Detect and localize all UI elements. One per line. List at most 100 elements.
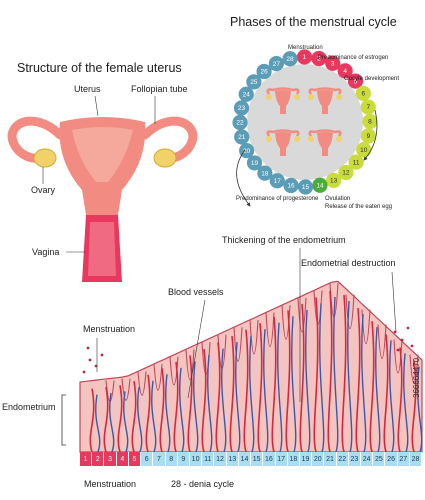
cycle-day-17 bbox=[269, 173, 285, 189]
cycle-day-19 bbox=[246, 155, 263, 171]
scale-day-27: 27 bbox=[397, 452, 410, 466]
cycle-day-23 bbox=[233, 100, 250, 116]
cycle-day-11 bbox=[348, 154, 364, 170]
cycle-day-label-22: 22 bbox=[236, 120, 244, 127]
cycle-day-14 bbox=[312, 177, 328, 193]
cycle-progesterone-label: Predominance of progesterone bbox=[236, 196, 319, 202]
scale-day-13: 13 bbox=[226, 452, 239, 466]
vein bbox=[95, 394, 101, 453]
scale-day-12: 12 bbox=[214, 452, 227, 466]
cycle-phases-title: Phases of the menstrual cycle bbox=[230, 15, 397, 29]
vein bbox=[249, 335, 255, 453]
scale-day-21: 21 bbox=[324, 452, 337, 466]
footer-cycle-label: 28 - denia cycle bbox=[171, 479, 235, 489]
cycle-day-27 bbox=[268, 56, 284, 72]
mini-uterus-1 bbox=[266, 87, 300, 114]
cycle-day-5 bbox=[347, 73, 364, 89]
artery bbox=[257, 323, 263, 453]
blood-drop bbox=[88, 358, 92, 362]
endometrium-fold bbox=[153, 364, 163, 391]
artery bbox=[145, 374, 151, 453]
cycle-day-label-14: 14 bbox=[316, 182, 324, 189]
artery bbox=[383, 334, 389, 453]
cycle-estrogen-label: Predominance of estrogen bbox=[318, 55, 389, 61]
artery bbox=[355, 308, 361, 453]
vein bbox=[165, 374, 171, 453]
scale-day-5: 5 bbox=[128, 452, 142, 466]
vein bbox=[151, 380, 157, 453]
cycle-day-label-28: 28 bbox=[286, 56, 294, 63]
endometrium-fold bbox=[377, 324, 387, 360]
cycle-day-22 bbox=[232, 114, 248, 131]
artery bbox=[313, 297, 319, 453]
vein bbox=[347, 300, 353, 453]
cycle-day-label-8: 8 bbox=[368, 119, 372, 126]
vein bbox=[417, 366, 423, 453]
cycle-day-label-7: 7 bbox=[366, 104, 370, 111]
endometrium-fold bbox=[137, 371, 147, 396]
cycle-day-label-25: 25 bbox=[250, 79, 258, 86]
vein bbox=[179, 367, 185, 453]
vein bbox=[361, 314, 367, 453]
cycle-release-egg-label: Release of the eaten egg bbox=[325, 204, 393, 210]
ovary-label: Ovary bbox=[31, 185, 56, 195]
scale-day-10: 10 bbox=[189, 452, 203, 466]
blood-drop bbox=[82, 370, 86, 374]
cycle-day-label-17: 17 bbox=[274, 178, 282, 185]
cycle-day-6 bbox=[355, 85, 371, 101]
scale-day-16: 16 bbox=[263, 452, 276, 466]
vein bbox=[333, 296, 339, 453]
artery bbox=[131, 381, 137, 453]
cycle-day-25 bbox=[246, 74, 262, 90]
cycle-day-26 bbox=[256, 63, 272, 80]
cycle-day-15 bbox=[297, 179, 314, 195]
destruction-label: Endometrial destruction bbox=[301, 258, 396, 268]
artery bbox=[89, 388, 95, 453]
endometrium-fold bbox=[409, 354, 419, 384]
scale-day-23: 23 bbox=[348, 452, 362, 466]
thickening-label: Thickening of the endometrium bbox=[222, 235, 346, 245]
scale-day-11: 11 bbox=[202, 452, 215, 466]
scale-day-1: 1 bbox=[80, 452, 93, 466]
blood-drop bbox=[406, 326, 410, 330]
cycle-day-16 bbox=[283, 177, 299, 194]
cycle-day-label-13: 13 bbox=[330, 178, 338, 185]
cycle-day-2 bbox=[311, 50, 327, 67]
cycle-day-label-2: 2 bbox=[317, 56, 321, 63]
scale-day-4: 4 bbox=[116, 452, 129, 466]
cycle-day-10 bbox=[356, 142, 372, 158]
mini-uterus-3 bbox=[266, 129, 300, 156]
cycle-day-label-12: 12 bbox=[342, 170, 350, 177]
scale-day-14: 14 bbox=[238, 452, 252, 466]
scale-day-19: 19 bbox=[299, 452, 313, 466]
vein bbox=[389, 340, 395, 453]
cycle-ovulation-label: Ovulation bbox=[325, 196, 351, 202]
artery bbox=[159, 368, 165, 453]
blood-drop bbox=[86, 346, 90, 350]
artery bbox=[187, 355, 193, 453]
scale-day-15: 15 bbox=[251, 452, 264, 466]
blood-drop bbox=[396, 348, 400, 352]
watermark-id: 366664470 bbox=[412, 357, 421, 398]
cycle-day-label-24: 24 bbox=[243, 91, 251, 98]
scale-day-7: 7 bbox=[153, 452, 166, 466]
scale-day-24: 24 bbox=[361, 452, 374, 466]
endometrium-fold bbox=[297, 297, 307, 333]
cycle-day-label-9: 9 bbox=[367, 133, 371, 140]
artery bbox=[411, 360, 417, 453]
endometrium-label: Endometrium bbox=[2, 402, 56, 412]
cycle-day-label-27: 27 bbox=[273, 61, 281, 68]
cycle-day-label-5: 5 bbox=[354, 78, 358, 85]
scale-day-9: 9 bbox=[177, 452, 190, 466]
vein bbox=[291, 316, 297, 453]
cycle-day-28 bbox=[282, 51, 298, 67]
vein bbox=[193, 361, 199, 453]
vein bbox=[123, 391, 129, 453]
endometrium-fold bbox=[265, 312, 275, 348]
cycle-menstruation-label: Menstruation bbox=[288, 45, 323, 51]
artery bbox=[201, 348, 207, 453]
cycle-day-20 bbox=[239, 143, 255, 159]
artery bbox=[271, 316, 277, 453]
